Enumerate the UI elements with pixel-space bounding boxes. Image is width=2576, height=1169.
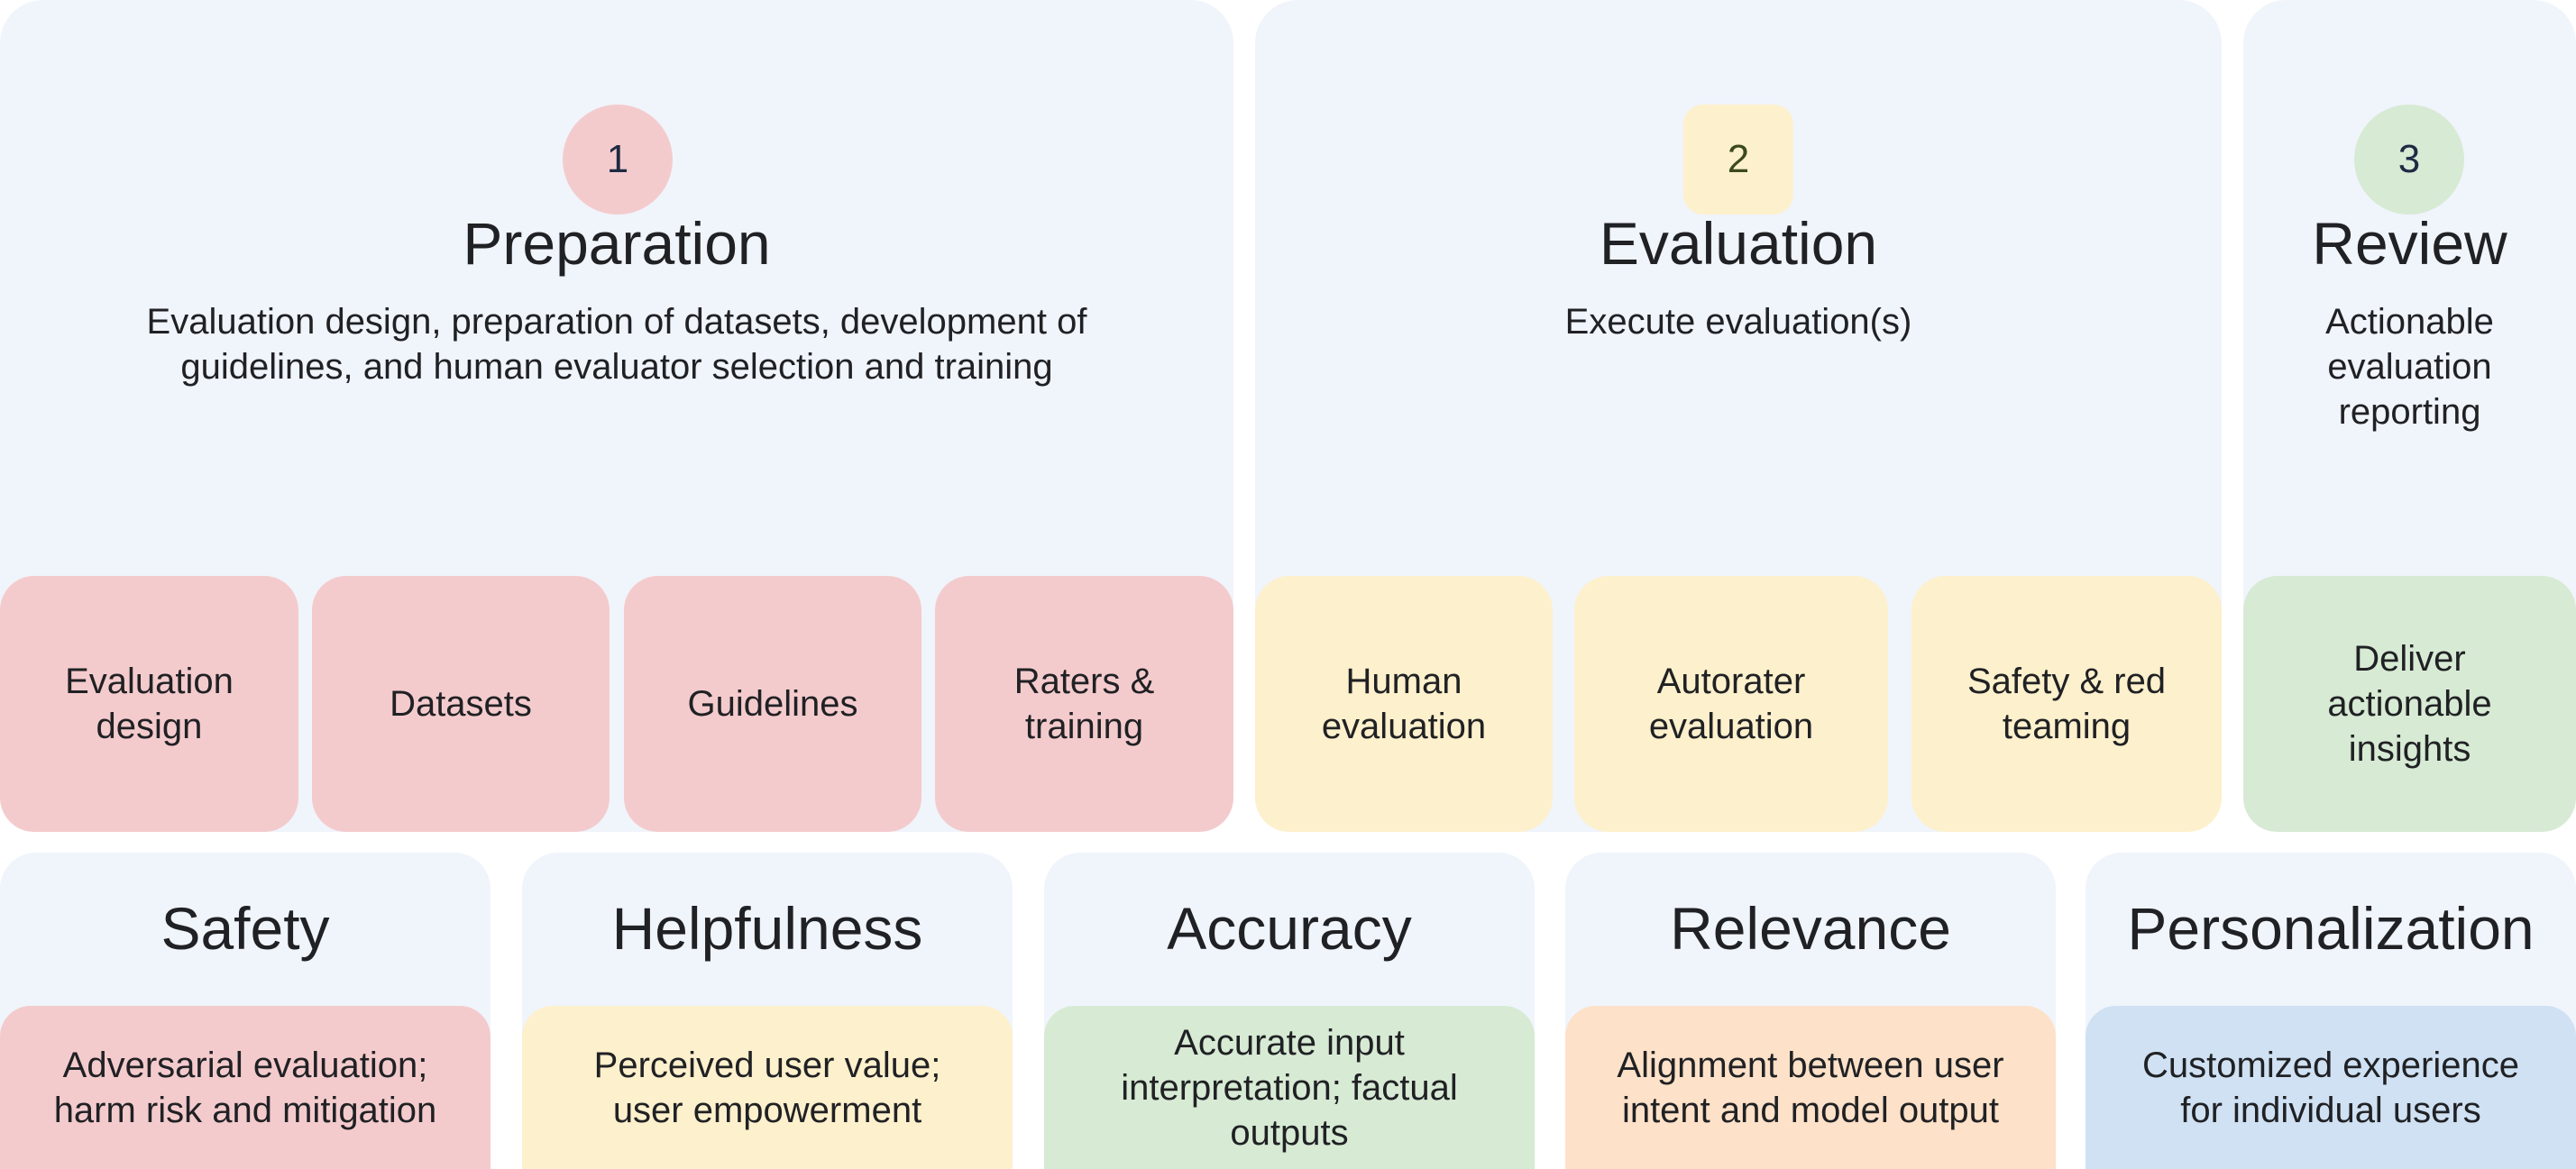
dimension-description-line: Customized experience bbox=[2142, 1045, 2519, 1085]
stage-title: Evaluation bbox=[1599, 210, 1878, 277]
dimension-description-line: user empowerment bbox=[612, 1090, 922, 1130]
dimension-description-line: interpretation; factual bbox=[1121, 1067, 1458, 1108]
dimension-card-helpfulness: Helpfulness Perceived user value; user em… bbox=[522, 853, 1013, 1169]
step-card-line: Evaluation bbox=[65, 662, 234, 701]
step-card-safety-red-teaming: Safety & red teaming bbox=[1911, 576, 2222, 832]
step-card-line: insights bbox=[2348, 729, 2471, 769]
step-card-raters-training: Raters & training bbox=[935, 576, 1233, 832]
step-card-guidelines: Guidelines bbox=[624, 576, 921, 832]
stage-description-line: guidelines, and human evaluator selectio… bbox=[180, 347, 1053, 387]
stage-title: Review bbox=[2312, 210, 2507, 277]
dimension-title: Safety bbox=[160, 895, 330, 962]
dimension-card-safety: Safety Adversarial evaluation; harm risk … bbox=[0, 853, 490, 1169]
dimension-card-personalization: Personalization Customized experience for… bbox=[2086, 853, 2576, 1169]
dimension-card-relevance: Relevance Alignment between user intent a… bbox=[1565, 853, 2056, 1169]
dimension-description-line: intent and model output bbox=[1621, 1090, 2000, 1130]
step-card-line: Datasets bbox=[390, 684, 532, 724]
step-card-evaluation-design: Evaluation design bbox=[0, 576, 298, 832]
dimension-description: Customized experience for individual user… bbox=[2086, 1006, 2576, 1169]
dimension-description: Perceived user value; user empowerment bbox=[522, 1006, 1013, 1169]
stage-description: Actionable evaluation reporting bbox=[2243, 299, 2576, 434]
dimension-description-line: Accurate input bbox=[1174, 1022, 1405, 1063]
dimension-description-line: outputs bbox=[1230, 1112, 1349, 1153]
dimension-title: Accuracy bbox=[1167, 895, 1412, 962]
dimension-title: Personalization bbox=[2127, 895, 2535, 962]
dimension-description-line: Perceived user value; bbox=[593, 1045, 941, 1085]
step-card-autorater-evaluation: Autorater evaluation bbox=[1574, 576, 1888, 832]
step-card-line: Deliver bbox=[2353, 639, 2466, 679]
step-card-line: Autorater bbox=[1656, 662, 1806, 701]
step-card-datasets: Datasets bbox=[312, 576, 610, 832]
stage-description-line: reporting bbox=[2338, 392, 2481, 432]
stage-number-badge: 3 bbox=[2354, 105, 2464, 215]
step-card-line: Raters & bbox=[1013, 662, 1155, 701]
step-card-line: Guidelines bbox=[687, 684, 858, 724]
step-card-line: evaluation bbox=[1321, 707, 1487, 746]
step-card-line: evaluation bbox=[1648, 707, 1814, 746]
stage-description: Execute evaluation(s) bbox=[1255, 299, 2222, 344]
dimension-description: Adversarial evaluation; harm risk and mit… bbox=[0, 1006, 490, 1169]
stage-description-line: Actionable bbox=[2325, 302, 2494, 342]
step-card-line: design bbox=[96, 707, 203, 746]
stage-number-badge: 1 bbox=[563, 105, 673, 215]
step-card-human-evaluation: Human evaluation bbox=[1255, 576, 1553, 832]
step-card-line: actionable bbox=[2327, 684, 2492, 724]
stage-number-badge: 2 bbox=[1683, 105, 1793, 215]
dimension-description-line: for individual users bbox=[2180, 1090, 2481, 1130]
step-card-line: teaming bbox=[2002, 707, 2131, 746]
stage-description-line: evaluation bbox=[2327, 347, 2492, 387]
dimension-description-line: Alignment between user bbox=[1617, 1045, 2004, 1085]
stage-description-line: Execute evaluation(s) bbox=[1564, 302, 1912, 342]
step-card-line: Human bbox=[1345, 662, 1462, 701]
stage-title: Preparation bbox=[463, 210, 771, 277]
dimension-title: Helpfulness bbox=[611, 895, 923, 962]
dimension-description-line: harm risk and mitigation bbox=[53, 1090, 437, 1130]
stage-description: Evaluation design, preparation of datase… bbox=[0, 299, 1233, 389]
step-card-line: Safety & red bbox=[1966, 662, 2167, 701]
dimension-description: Alignment between user intent and model o… bbox=[1565, 1006, 2056, 1169]
dimension-description-line: Adversarial evaluation; bbox=[62, 1045, 428, 1085]
dimension-title: Relevance bbox=[1670, 895, 1951, 962]
step-card-line: training bbox=[1024, 707, 1144, 746]
step-card-deliver-insights: Deliver actionable insights bbox=[2243, 576, 2576, 832]
stage-description-line: Evaluation design, preparation of datase… bbox=[146, 302, 1087, 342]
